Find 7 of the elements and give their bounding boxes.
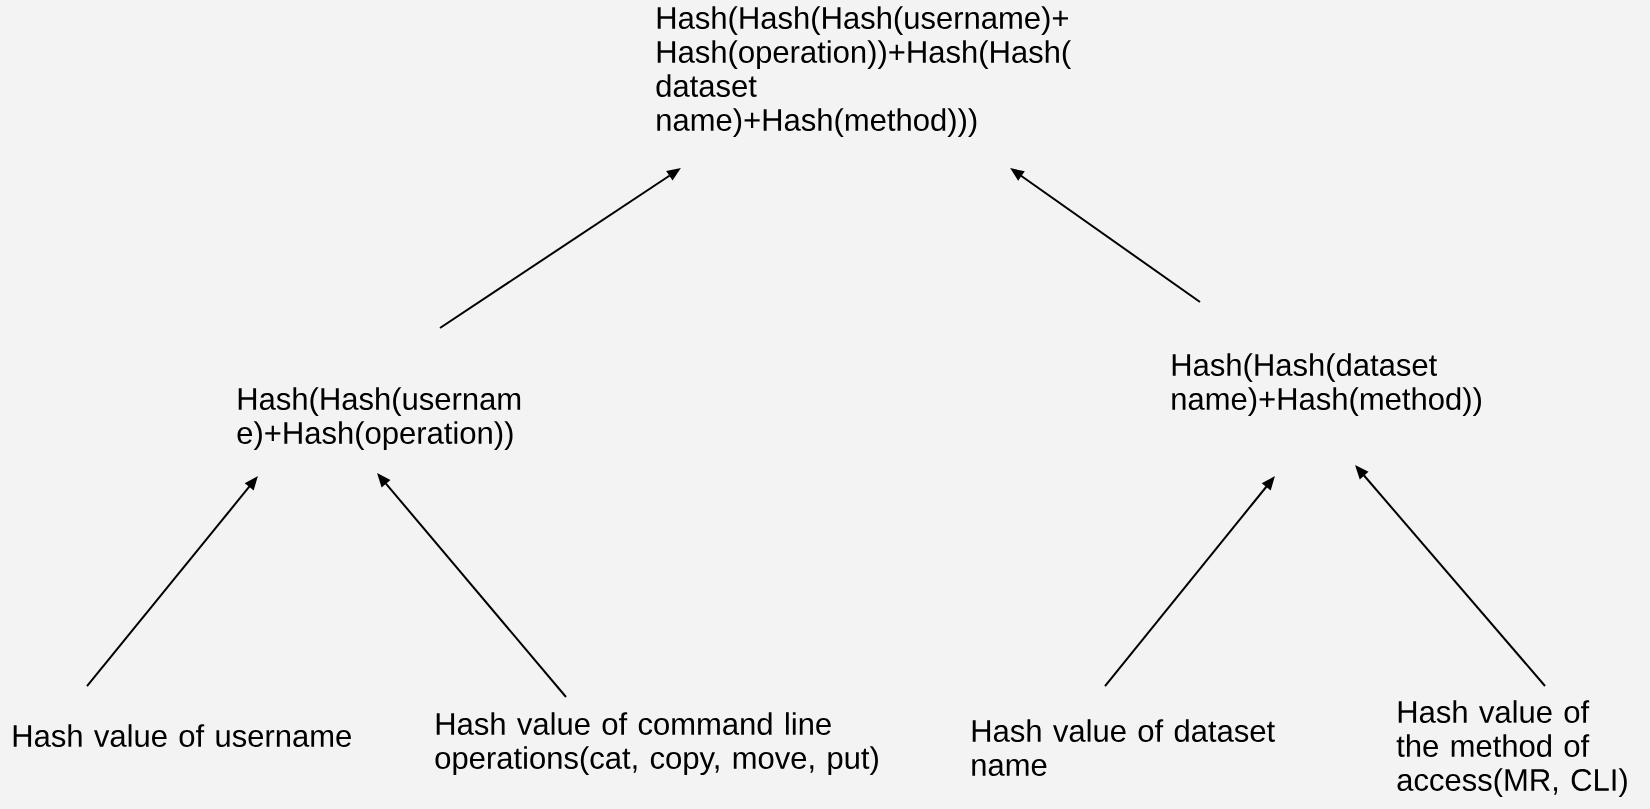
- hash-label: Hash value of username: [13, 724, 351, 747]
- hash-label: Hash value of dataset name: [972, 719, 1275, 776]
- hash-label: Hash value of the method of access(MR, CLI): [1396, 700, 1627, 798]
- hash-label: Hash(Hash(dataset name)+Hash(method)): [1172, 353, 1481, 417]
- hash-label: Hash(Hash(Hash(username)+ Hash(operation))+Hash(Hash( dataset name)+Hash(method))): [656, 6, 1072, 138]
- hash-label: Hash(Hash(usernam e)+Hash(operation)): [237, 387, 521, 451]
- hash-label: Hash value of command line operations(cat, copy, move, put): [435, 712, 878, 776]
